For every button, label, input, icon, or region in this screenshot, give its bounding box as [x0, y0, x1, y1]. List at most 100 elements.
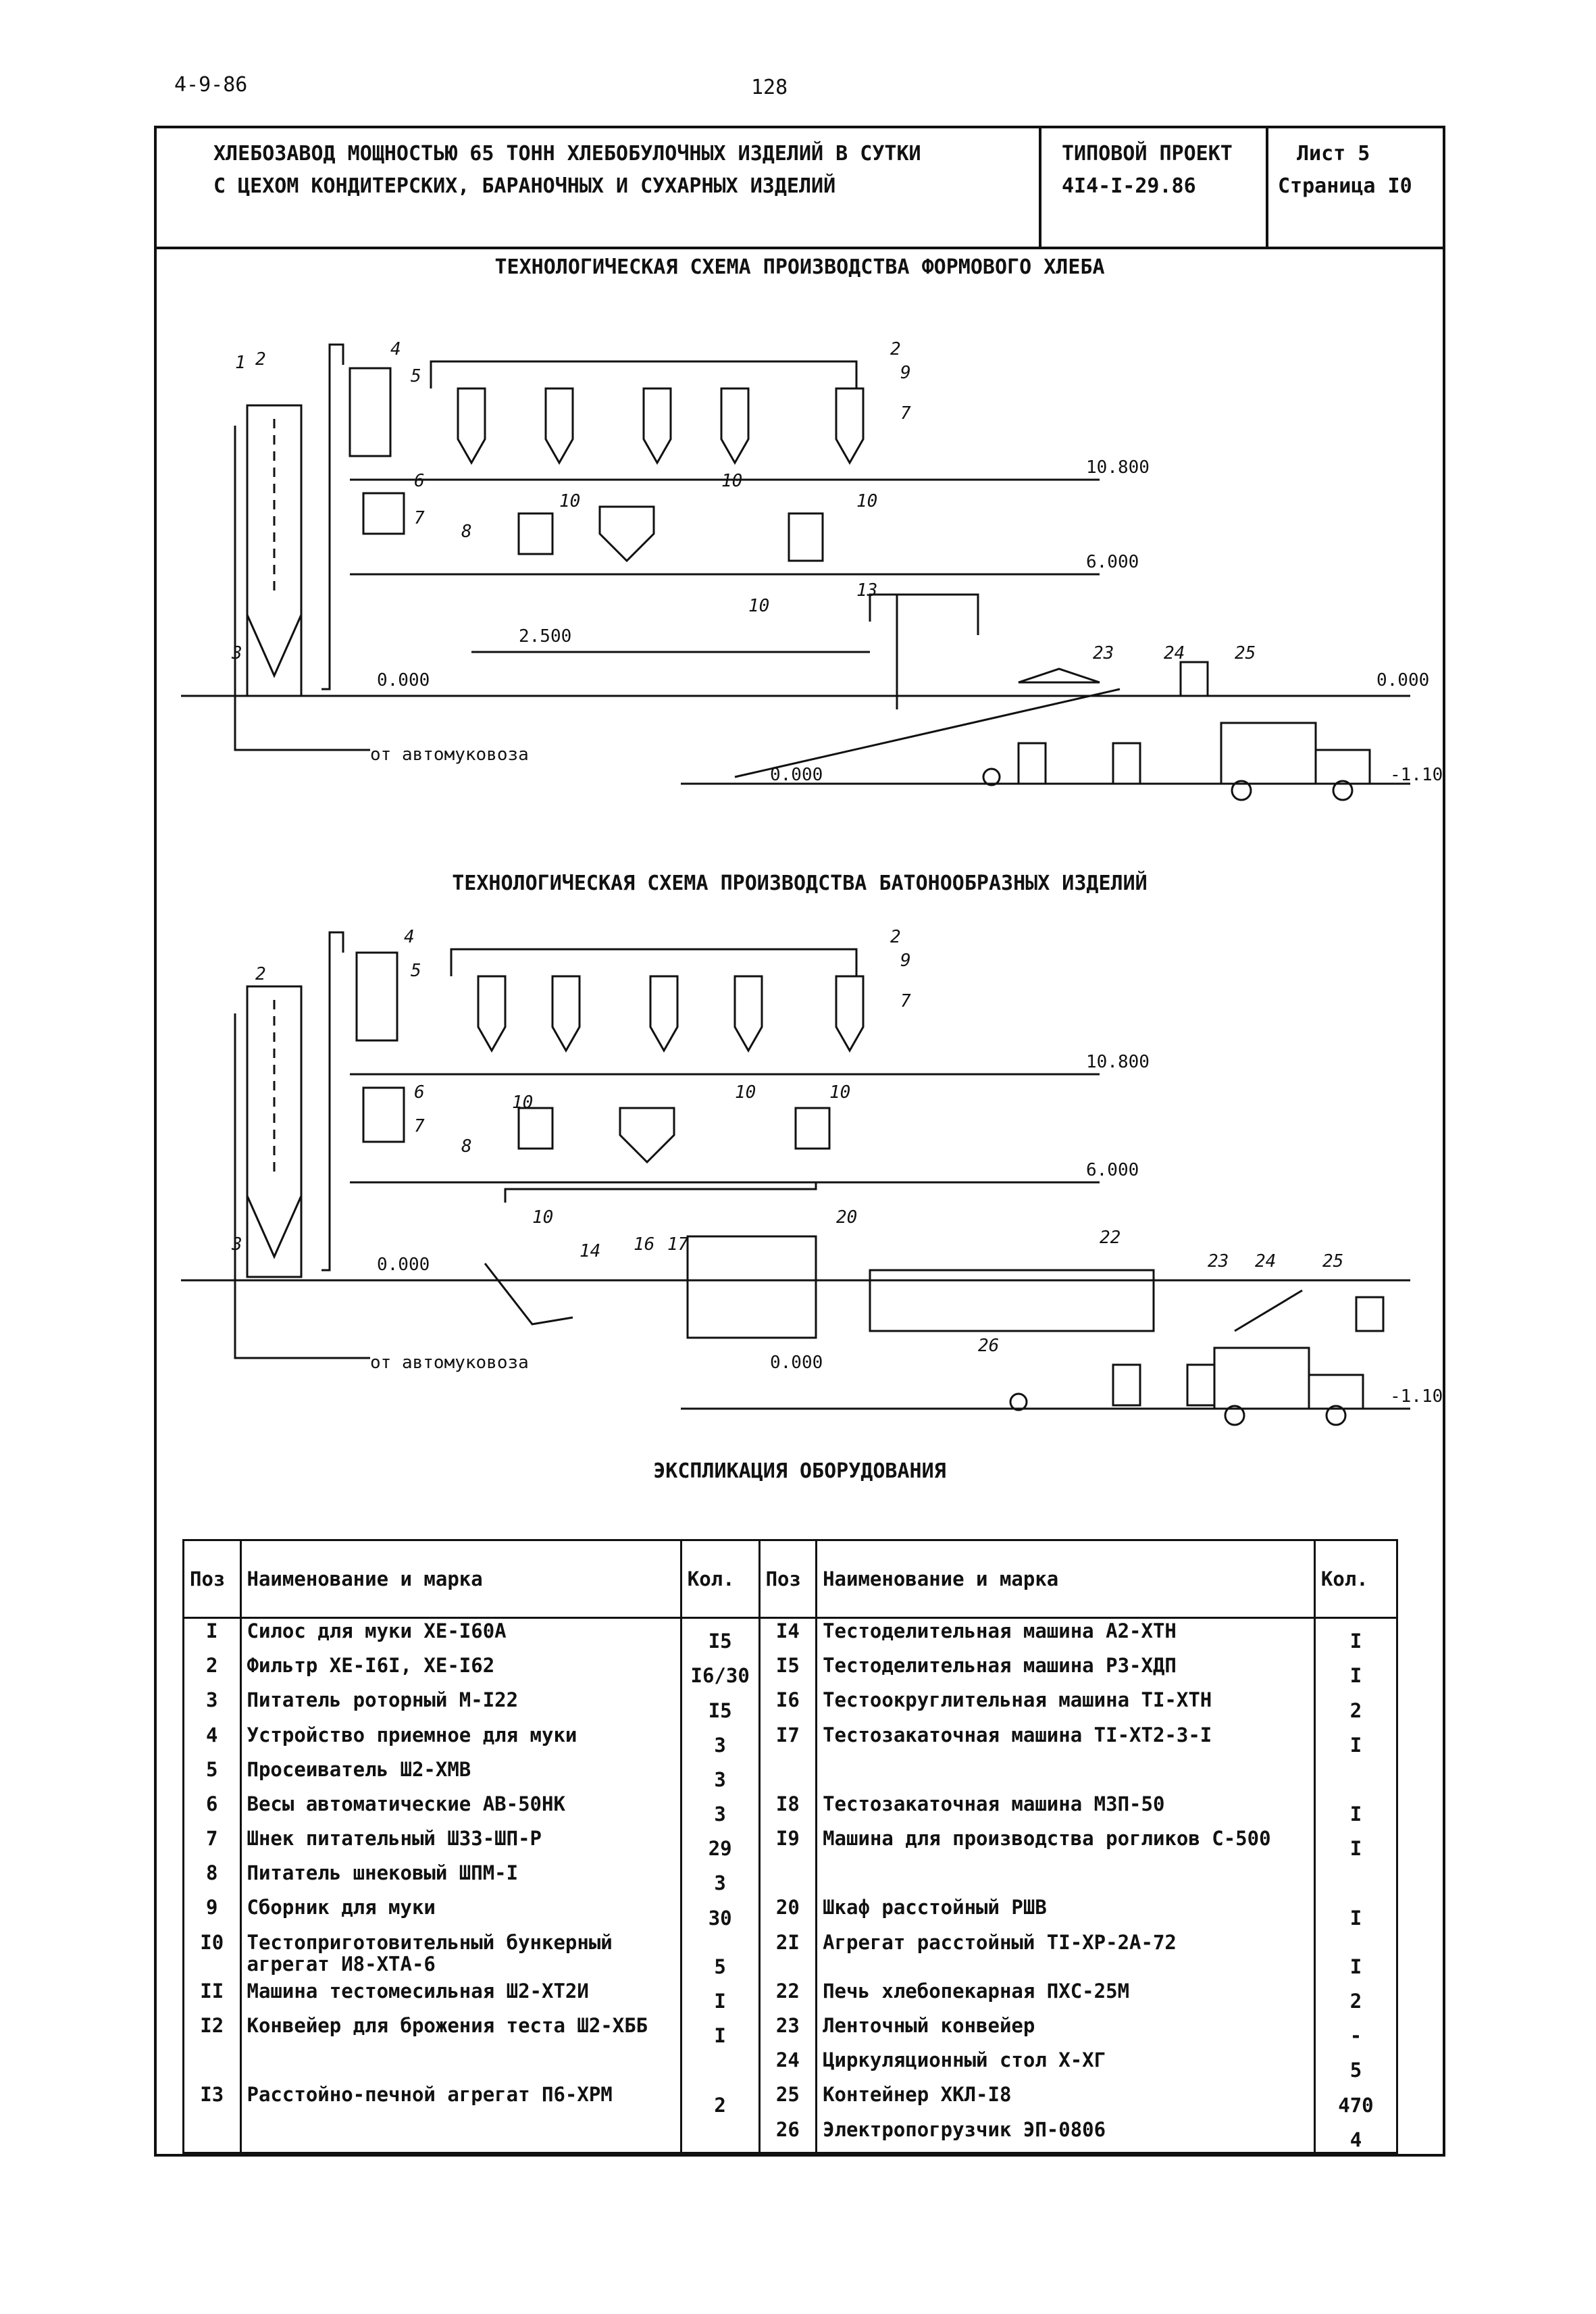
svg-text:9: 9 [900, 363, 911, 383]
cell-name2: Циркуляционный стол Х-ХГ [815, 2048, 1316, 2083]
cell-qty [679, 2048, 761, 2083]
cell-name: Конвейер для брожения теста Ш2-ХББ [239, 2013, 682, 2048]
project-label: ТИПОВОЙ ПРОЕКТ [1062, 142, 1233, 166]
svg-text:1: 1 [235, 353, 246, 373]
cell-qty: I [679, 2013, 761, 2048]
cell-pos2: 26 [758, 2117, 818, 2154]
cell-qty2: 5 [1313, 2048, 1399, 2083]
svg-text:3: 3 [231, 1234, 242, 1255]
cell-pos2: 22 [758, 1978, 818, 2014]
level-minus-1100: -1.100 [1390, 765, 1445, 785]
header-qty-2: Кол. [1313, 1539, 1399, 1619]
cell-name2: Тестоделительная машина А2-ХТН [815, 1617, 1316, 1654]
svg-text:2: 2 [890, 927, 901, 947]
from-truck-label-1: от автомуковоза [370, 745, 529, 765]
svg-text:10: 10 [559, 491, 580, 511]
cell-name [239, 2117, 682, 2154]
cell-name2: Электропогрузчик ЭП-0806 [815, 2117, 1316, 2154]
cell-pos: 9 [182, 1895, 242, 1930]
cell-qty2: I [1313, 1930, 1399, 1979]
scheme1-title: ТЕХНОЛОГИЧЕСКАЯ СХЕМА ПРОИЗВОДСТВА ФОРМО… [494, 255, 1105, 279]
scheme2-diagram: 10.800 6.000 0.000 0.000 -1.100 от автом… [181, 927, 1445, 1426]
explication-title: ЭКСПЛИКАЦИЯ ОБОРУДОВАНИЯ [653, 1459, 946, 1483]
page-label: Страница I0 [1278, 174, 1412, 198]
cell-pos: 3 [182, 1688, 242, 1723]
svg-text:2: 2 [255, 964, 266, 984]
cell-pos2: I9 [758, 1826, 818, 1861]
svg-text:13: 13 [856, 580, 877, 601]
flour-collectors [430, 360, 865, 466]
cell-pos2: I8 [758, 1791, 818, 1827]
cell-name2: Тестоокруглительная машина ТI-ХТН [815, 1688, 1316, 1723]
cell-name2 [815, 1757, 1316, 1792]
cell-name: Силос для муки ХЕ-I60А [239, 1617, 682, 1654]
header-pos-2: Поз [758, 1539, 818, 1619]
cell-pos2: I4 [758, 1617, 818, 1654]
cell-pos [182, 2117, 242, 2154]
cell-pos: I2 [182, 2013, 242, 2048]
svg-text:24: 24 [1164, 643, 1185, 663]
cell-pos2: 2I [758, 1930, 818, 1979]
cell-qty2: I [1313, 1826, 1399, 1861]
cell-qty: I [679, 1978, 761, 2014]
title-line-2: С ЦЕХОМ КОНДИТЕРСКИХ, БАРАНОЧНЫХ И СУХАР… [213, 174, 836, 198]
cell-pos: 2 [182, 1653, 242, 1688]
svg-text:14: 14 [580, 1241, 600, 1261]
svg-text:2: 2 [890, 339, 901, 359]
svg-text:0.000: 0.000 [377, 1255, 430, 1275]
cell-name: Машина тестомесильная Ш2-ХТ2И [239, 1978, 682, 2014]
cell-pos2: 20 [758, 1895, 818, 1930]
cell-pos2: I7 [758, 1722, 818, 1757]
cell-qty: 3 [679, 1791, 761, 1827]
header-name: Наименование и марка [239, 1539, 682, 1619]
cell-qty2: 2 [1313, 1978, 1399, 2014]
cell-qty: 3 [679, 1722, 761, 1757]
cell-pos [182, 2048, 242, 2083]
cell-name2: Контейнер ХКЛ-I8 [815, 2082, 1316, 2117]
cell-qty: I6/30 [679, 1653, 761, 1688]
cell-qty: 5 [679, 1930, 761, 1979]
cell-pos2: I6 [758, 1688, 818, 1723]
cell-qty [679, 2117, 761, 2154]
level-0000-c: 0.000 [770, 765, 823, 785]
cell-name: Фильтр ХЕ-I6I, ХЕ-I62 [239, 1653, 682, 1688]
silo-2 [246, 985, 303, 1278]
cell-qty2: 2 [1313, 1688, 1399, 1723]
svg-text:9: 9 [900, 951, 911, 971]
cell-pos2: I5 [758, 1653, 818, 1688]
project-number: 4I4-I-29.86 [1062, 174, 1196, 198]
cell-name2: Печь хлебопекарная ПХС-25М [815, 1978, 1316, 2014]
svg-text:10: 10 [735, 1082, 756, 1103]
cell-pos: 6 [182, 1791, 242, 1827]
svg-text:22: 22 [1100, 1228, 1121, 1248]
svg-text:25: 25 [1322, 1251, 1343, 1272]
svg-text:2: 2 [255, 349, 266, 370]
document-code: 4-9-86 [174, 73, 248, 97]
cell-qty2: 4 [1313, 2117, 1399, 2154]
cell-qty2: I [1313, 1791, 1399, 1827]
title-block: ХЛЕБОЗАВОД МОЩНОСТЬЮ 65 ТОНН ХЛЕБОБУЛОЧН… [157, 128, 1443, 249]
svg-text:10: 10 [748, 596, 769, 616]
svg-text:10: 10 [721, 471, 742, 491]
cell-name: Питатель роторный М-I22 [239, 1688, 682, 1723]
svg-text:0.000: 0.000 [770, 1353, 823, 1373]
cell-name: Устройство приемное для муки [239, 1722, 682, 1757]
cell-name: Расстойно-печной агрегат П6-ХРМ [239, 2082, 682, 2117]
cell-qty: I5 [679, 1617, 761, 1654]
cell-name2: Шкаф расстойный РШВ [815, 1895, 1316, 1930]
explication-table: Поз Наименование и марка Кол. Поз Наимен… [182, 1539, 1399, 2154]
cell-pos: I0 [182, 1930, 242, 1979]
cell-pos: I3 [182, 2082, 242, 2117]
cell-qty2 [1313, 1861, 1399, 1896]
cell-name2: Машина для производства рогликов С-500 [815, 1826, 1316, 1861]
svg-text:8: 8 [461, 1136, 472, 1157]
cell-pos: 5 [182, 1757, 242, 1792]
cell-qty2: I [1313, 1653, 1399, 1688]
